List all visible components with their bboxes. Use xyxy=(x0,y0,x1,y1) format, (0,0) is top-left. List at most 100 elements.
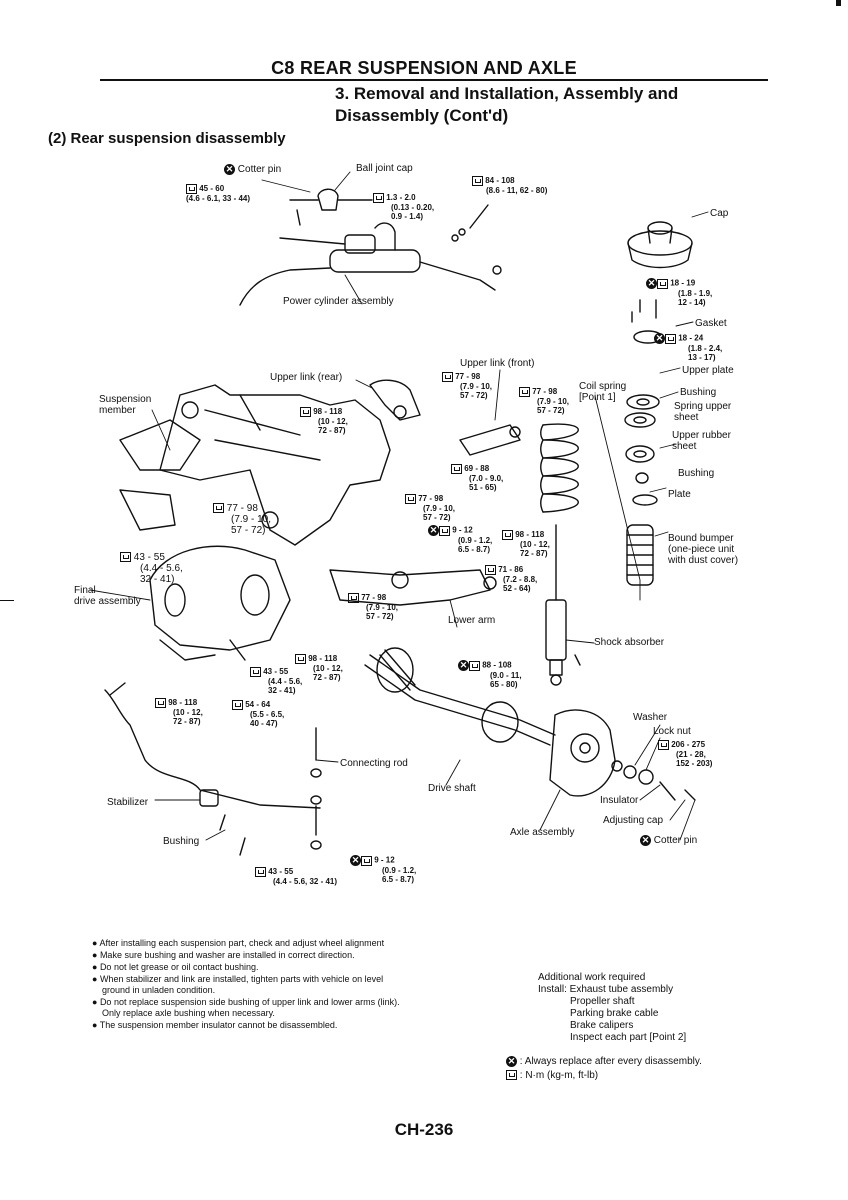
torque-callout: 98 - 118(10 - 12,72 - 87) xyxy=(502,530,550,558)
section-title-line2: Disassembly (Cont'd) xyxy=(335,106,509,125)
note-item: ● When stabilizer and link are installed… xyxy=(92,974,384,995)
torque-callout: ✕ 9 - 12(0.9 - 1.2,6.5 - 8.7) xyxy=(428,525,493,554)
connecting-rod-drawing xyxy=(310,727,322,850)
torque-wrench-icon xyxy=(155,698,166,708)
torque-callout: 206 - 275(21 - 28,152 - 203) xyxy=(658,740,712,768)
torque-wrench-icon xyxy=(485,565,496,575)
torque-wrench-icon xyxy=(255,867,266,877)
torque-wrench-icon xyxy=(232,700,243,710)
connecting-rod-label: Connecting rod xyxy=(340,758,408,769)
gasket-label: Gasket xyxy=(695,318,727,329)
axle-assembly-drawing xyxy=(549,709,696,801)
torque-wrench-icon xyxy=(472,176,483,186)
suspension-member-drawing xyxy=(119,384,391,546)
chapter-title: C8 REAR SUSPENSION AND AXLE xyxy=(271,58,577,78)
replace-icon: ✕ xyxy=(428,525,439,536)
torque-wrench-icon xyxy=(250,667,261,677)
upper-link-front-label: Upper link (front) xyxy=(460,358,535,369)
torque-callout: ✕ 88 - 108(9.0 - 11,65 - 80) xyxy=(458,660,522,689)
torque-callout: 84 - 108(8.6 - 11, 62 - 80) xyxy=(472,176,547,195)
torque-wrench-icon xyxy=(361,855,372,866)
replace-icon: ✕ xyxy=(224,164,235,175)
additional-work: Additional work required Install: Exhaus… xyxy=(538,972,687,1043)
subsection-title: (2) Rear suspension disassembly xyxy=(48,130,286,147)
replace-icon: ✕ xyxy=(506,1055,517,1067)
bound-bumper-drawing xyxy=(626,524,654,586)
bushing-label-bottom: Bushing xyxy=(163,836,200,847)
drive-shaft-label: Drive shaft xyxy=(428,783,476,794)
torque-callout: 43 - 55(4.4 - 5.6, 32 - 41) xyxy=(255,867,337,886)
torque-wrench-icon xyxy=(469,660,480,671)
lower-arm-drawing xyxy=(329,569,497,606)
torque-callout: 54 - 64(5.5 - 6.5,40 - 47) xyxy=(232,700,284,728)
torque-wrench-icon xyxy=(451,464,462,474)
bushing-label-top: Bushing xyxy=(680,387,717,398)
torque-callout: ✕ 18 - 24(1.8 - 2.4,13 - 17) xyxy=(654,333,723,362)
plate-label: Plate xyxy=(668,489,691,500)
page-number: CH-236 xyxy=(394,1120,454,1139)
torque-callout: ✕ 18 - 19(1.8 - 1.9,12 - 14) xyxy=(646,278,713,307)
axle-assembly-label: Axle assembly xyxy=(510,827,575,838)
replace-icon: ✕ xyxy=(458,660,469,671)
note-item: ● After installing each suspension part,… xyxy=(92,938,385,948)
coil-spring-drawing xyxy=(540,423,579,513)
note-item: ● Do not replace suspension side bushing… xyxy=(92,997,400,1018)
torque-wrench-icon xyxy=(300,407,311,417)
torque-wrench-icon xyxy=(213,503,224,514)
torque-callout: ✕ 9 - 12(0.9 - 1.2,6.5 - 8.7) xyxy=(350,855,417,884)
upper-plate-label: Upper plate xyxy=(682,365,734,376)
adjusting-cap-label: Adjusting cap xyxy=(603,815,664,826)
torque-wrench-icon xyxy=(442,372,453,382)
notes-list: ● After installing each suspension part,… xyxy=(92,938,412,1032)
ball-joint-drawing xyxy=(289,188,373,226)
leader-lines xyxy=(89,171,709,841)
cap-label: Cap xyxy=(710,208,729,219)
torque-callout: 45 - 60(4.6 - 6.1, 33 - 44) xyxy=(186,184,251,203)
upper-links-drawing xyxy=(369,379,521,456)
drive-shaft-drawing xyxy=(364,647,556,746)
torque-wrench-icon xyxy=(405,494,416,504)
insulator-label: Insulator xyxy=(600,795,639,806)
power-cylinder-label: Power cylinder assembly xyxy=(283,296,394,307)
section-title: 3. Removal and Installation, Assembly an… xyxy=(335,83,678,127)
note-item: ● The suspension member insulator cannot… xyxy=(92,1020,338,1030)
torque-wrench-icon xyxy=(348,593,359,603)
torque-callout: 98 - 118(10 - 12,72 - 87) xyxy=(155,698,203,726)
legend: ✕ : Always replace after every disassemb… xyxy=(506,1055,702,1083)
upper-link-rear-label: Upper link (rear) xyxy=(270,372,343,383)
torque-callout: 43 - 55(4.4 - 5.6,32 - 41) xyxy=(250,667,302,695)
legend-replace: ✕ : Always replace after every disassemb… xyxy=(506,1055,702,1067)
torque-callout: 98 - 118(10 - 12,72 - 87) xyxy=(295,654,343,682)
header-rule xyxy=(100,79,768,81)
lower-arm-label: Lower arm xyxy=(448,615,496,626)
torque-wrench-icon xyxy=(657,278,668,289)
torque-callout: 77 - 98(7.9 - 10,57 - 72) xyxy=(405,494,455,522)
washer-label: Washer xyxy=(633,712,668,723)
torque-wrench-icon xyxy=(373,193,384,203)
replace-icon: ✕ xyxy=(654,333,665,344)
torque-wrench-icon xyxy=(120,552,131,563)
torque-wrench-icon xyxy=(519,387,530,397)
replace-icon: ✕ xyxy=(640,835,651,846)
lock-nut-label: Lock nut xyxy=(653,726,691,737)
torque-callout: 1.3 - 2.0(0.13 - 0.20,0.9 - 1.4) xyxy=(373,193,434,221)
coil-spring-label: Coil spring[Point 1] xyxy=(579,381,627,403)
torque-wrench-icon xyxy=(439,525,450,536)
torque-callout: 77 - 98(7.9 - 10,57 - 72) xyxy=(348,593,398,621)
power-cylinder-drawing xyxy=(239,204,502,306)
corner-mark xyxy=(836,0,841,6)
torque-wrench-icon xyxy=(506,1070,517,1081)
ball-joint-cap-label: Ball joint cap xyxy=(356,163,413,174)
torque-callout-large: 77 - 98(7.9 - 10,57 - 72) xyxy=(213,503,271,536)
replace-icon: ✕ xyxy=(646,278,657,289)
stabilizer-label: Stabilizer xyxy=(107,797,149,808)
bushing-label-mid: Bushing xyxy=(678,468,715,479)
cotter-pin-label-bottom: ✕ Cotter pin xyxy=(640,835,698,847)
torque-callout: 77 - 98(7.9 - 10,57 - 72) xyxy=(442,372,492,400)
